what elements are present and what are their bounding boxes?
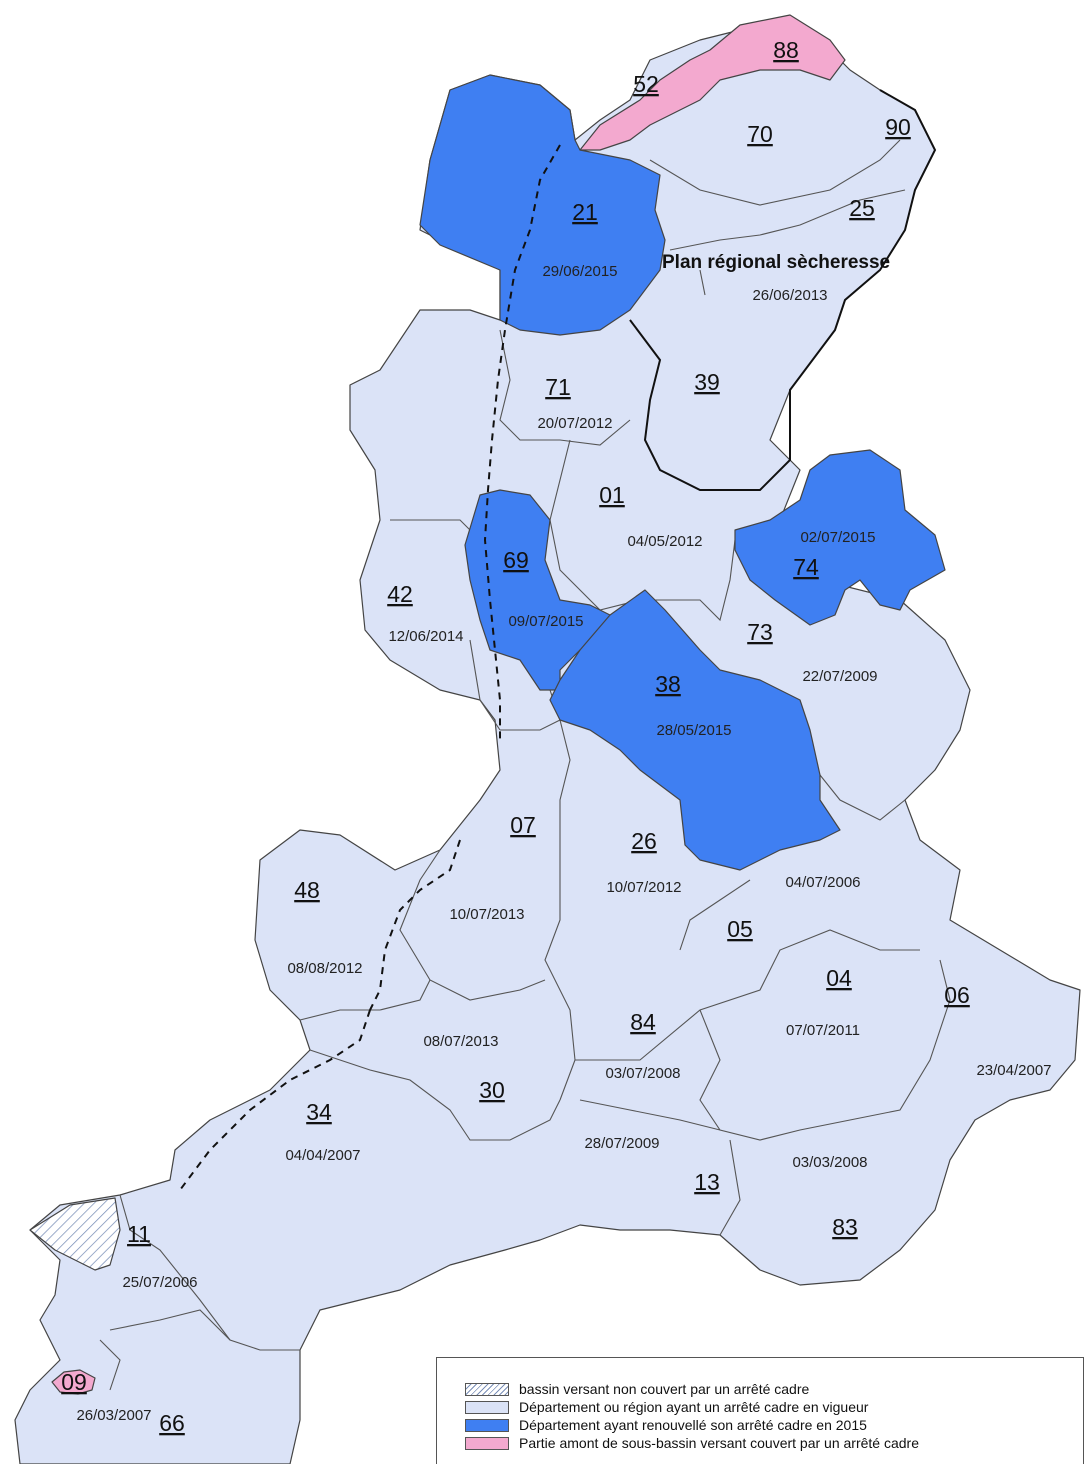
department-code-83: 83 [832,1214,858,1240]
department-code-71: 71 [545,374,571,400]
department-code-21: 21 [572,199,598,225]
department-code-84: 84 [630,1009,656,1035]
regional-plan-outline [629,89,937,491]
legend-swatch-renewed [465,1418,509,1432]
uncovered-basin-area [29,1197,121,1271]
department-code-26: 26 [631,828,657,854]
legend-row-uncovered: bassin versant non couvert par un arrêté… [465,1380,1083,1398]
department-09-upstream-shape [51,1369,96,1395]
department-date-48: 08/08/2012 [287,960,362,977]
department-date-04: 07/07/2011 [786,1022,860,1039]
department-date-07: 10/07/2013 [449,906,524,923]
department-code-52: 52 [633,71,659,97]
department-code-48: 48 [294,877,320,903]
regional-plan-label: Plan régional sècheresse [662,252,890,273]
department-code-06: 06 [944,982,970,1008]
department-date-06: 23/04/2007 [976,1062,1051,1079]
department-date-21: 29/06/2015 [542,263,617,280]
department-74-shape [734,449,946,626]
department-code-90: 90 [885,114,911,140]
department-code-66: 66 [159,1410,185,1436]
department-code-73: 73 [747,619,773,645]
department-code-25: 25 [849,195,875,221]
legend-row-in-force: Département ou région ayant un arrêté ca… [465,1398,1083,1416]
department-date-83: 03/03/2008 [792,1154,867,1171]
regional-plan-date: 26/06/2013 [752,287,827,304]
department-date-01: 04/05/2012 [627,533,702,550]
legend-label-upstream: Partie amont de sous-bassin versant couv… [519,1435,919,1451]
department-21-shape [419,74,666,336]
department-code-04: 04 [826,965,852,991]
legend-row-upstream: Partie amont de sous-bassin versant couv… [465,1434,1083,1452]
dashed-boundaries [179,144,561,1191]
department-code-01: 01 [599,482,625,508]
department-date-69: 09/07/2015 [508,613,583,630]
department-52-88-upstream-shape [579,14,846,151]
department-code-05: 05 [727,916,753,942]
legend-label-renewed: Département ayant renouvellé son arrêté … [519,1417,867,1433]
department-date-30: 08/07/2013 [423,1033,498,1050]
legend: bassin versant non couvert par un arrêté… [436,1357,1084,1464]
legend-swatch-upstream [465,1436,509,1450]
department-date-13: 28/07/2009 [584,1135,659,1152]
department-code-70: 70 [747,121,773,147]
department-date-74: 02/07/2015 [800,529,875,546]
legend-label-in-force: Département ou région ayant un arrêté ca… [519,1399,869,1415]
department-date-26: 10/07/2012 [606,879,681,896]
department-date-11: 25/07/2006 [122,1274,197,1291]
department-code-42: 42 [387,581,413,607]
department-date-05: 04/07/2006 [785,874,860,891]
legend-label-uncovered: bassin versant non couvert par un arrêté… [519,1381,810,1397]
department-code-38: 38 [655,671,681,697]
department-date-71: 20/07/2012 [537,415,612,432]
department-date-34: 04/04/2007 [285,1147,360,1164]
department-38-shape [549,589,841,871]
legend-swatch-hatch [465,1382,509,1396]
department-date-38: 28/05/2015 [656,722,731,739]
department-code-39: 39 [694,369,720,395]
department-code-34: 34 [306,1099,332,1125]
department-code-07: 07 [510,812,536,838]
department-date-66: 26/03/2007 [76,1407,151,1424]
department-code-30: 30 [479,1077,505,1103]
department-date-73: 22/07/2009 [802,668,877,685]
department-code-88: 88 [773,37,799,63]
department-code-09: 09 [61,1369,87,1395]
department-code-11: 11 [127,1221,151,1247]
legend-row-renewed: Département ayant renouvellé son arrêté … [465,1416,1083,1434]
department-date-84: 03/07/2008 [605,1065,680,1082]
department-code-69: 69 [503,547,529,573]
department-date-42: 12/06/2014 [388,628,463,645]
department-code-74: 74 [793,554,819,580]
legend-swatch-light [465,1400,509,1414]
department-code-13: 13 [694,1169,720,1195]
